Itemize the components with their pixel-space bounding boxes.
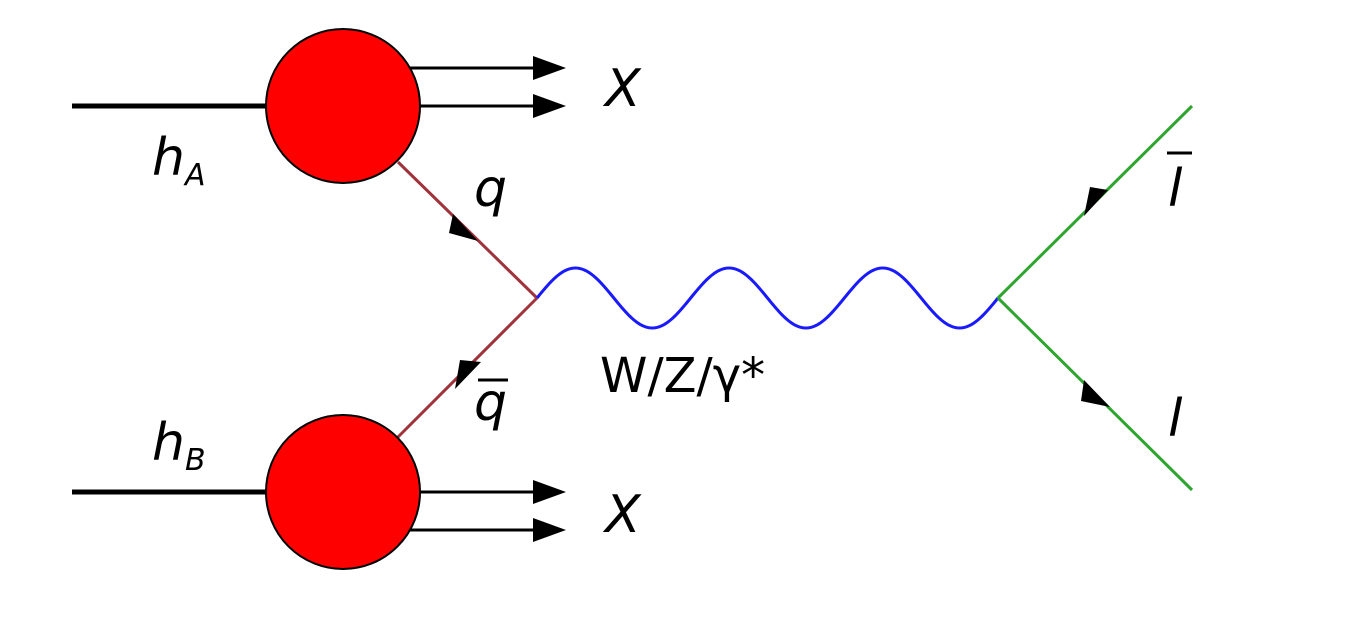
hadron-b-label: hB [152, 413, 206, 478]
antilepton-arrowhead [1084, 187, 1108, 216]
remnant-label-top: X [602, 59, 642, 119]
antiquark-arrowhead [455, 360, 481, 389]
quark-label: q [474, 159, 507, 219]
antiquark-label: q [474, 373, 507, 433]
quark-arrowhead [449, 214, 478, 241]
boson-propagator [535, 266, 1000, 330]
remnant-arrowhead-bottom-1 [533, 480, 566, 504]
antilepton-label: l [1168, 159, 1183, 219]
hadron-b-blob [265, 414, 421, 570]
boson-label: W/Z/γ* [600, 348, 765, 404]
remnant-arrowhead-bottom-2 [533, 518, 566, 542]
remnant-arrowhead-top-2 [533, 94, 566, 118]
remnant-label-bottom: X [602, 485, 642, 545]
remnant-arrowhead-top-1 [533, 56, 566, 80]
lepton-arrowhead [1081, 380, 1110, 407]
hadron-a-label: hA [152, 128, 206, 193]
lepton-label: l [1168, 389, 1183, 449]
hadron-a-blob [265, 28, 421, 184]
